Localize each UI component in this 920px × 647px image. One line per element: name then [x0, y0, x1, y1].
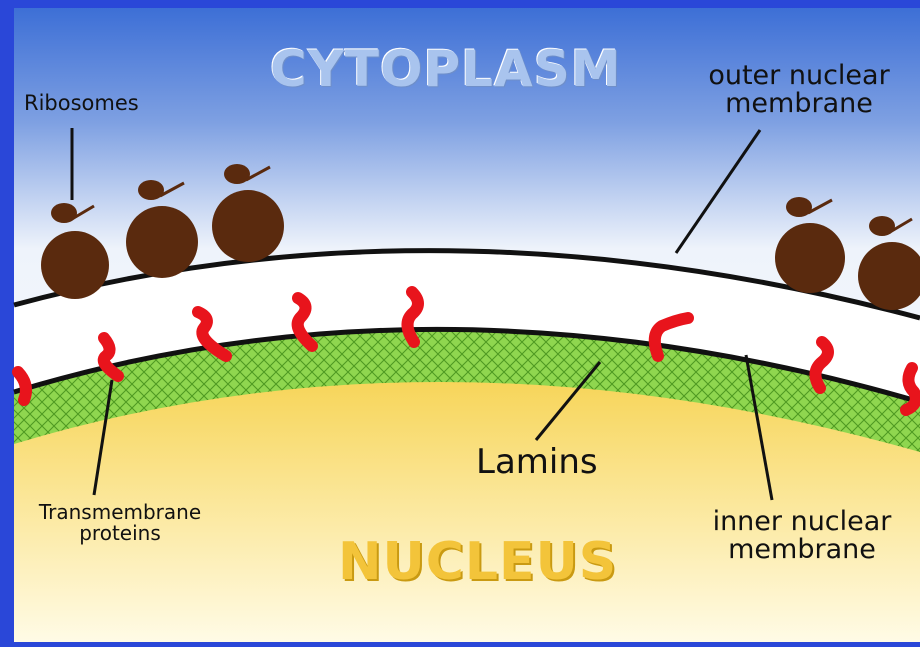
ribosomes-label: Ribosomes	[24, 92, 139, 114]
transmembrane-label-line1: Transmembrane	[22, 502, 218, 523]
inner-membrane-label-line1: inner nuclear	[696, 508, 908, 536]
outer-membrane-label: outer nuclear membrane	[694, 62, 904, 119]
lamins-label: Lamins	[476, 445, 598, 481]
transmembrane-label: Transmembrane proteins	[22, 502, 218, 544]
outer-membrane-label-line2: membrane	[694, 90, 904, 118]
outer-membrane-label-line1: outer nuclear	[694, 62, 904, 90]
inner-membrane-label: inner nuclear membrane	[696, 508, 908, 565]
cytoplasm-title: CYTOPLASM	[270, 40, 621, 98]
nucleus-title: NUCLEUS	[338, 532, 617, 592]
inner-membrane-label-line2: membrane	[696, 536, 908, 564]
transmembrane-protein	[906, 368, 916, 410]
transmembrane-label-line2: proteins	[22, 523, 218, 544]
